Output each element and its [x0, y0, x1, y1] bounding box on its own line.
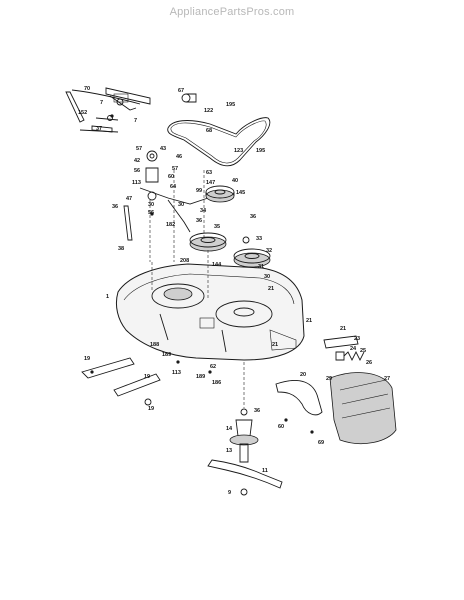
- spindle-and-blade: [207, 362, 283, 496]
- part-label: 189: [162, 352, 171, 358]
- left-spindle-pulley: [189, 232, 227, 252]
- part-label: 46: [176, 154, 182, 160]
- part-label: 56: [148, 210, 154, 216]
- part-label: 7: [134, 118, 137, 124]
- part-label: 123: [234, 148, 243, 154]
- part-label: 30: [264, 274, 270, 280]
- part-label: 24: [350, 346, 357, 352]
- part-label: 9: [228, 490, 231, 496]
- watermark-text: AppliancePartsPros.com: [169, 6, 295, 18]
- part-label: 122: [204, 108, 213, 114]
- idler-pulley: [205, 185, 235, 203]
- discharge-bracket-spring: [323, 335, 365, 362]
- part-label: 57: [136, 146, 142, 152]
- part-label: 1: [106, 294, 109, 300]
- part-label: 69: [318, 440, 324, 446]
- part-label: 113: [132, 180, 141, 186]
- part-label: 36: [250, 214, 256, 220]
- part-label: 70: [84, 86, 90, 92]
- part-label: 31: [258, 264, 264, 270]
- part-label: 188: [150, 342, 159, 348]
- part-label: 152: [78, 110, 87, 116]
- part-label: 35: [214, 224, 220, 230]
- part-label: 67: [178, 88, 184, 94]
- part-label: 36: [112, 204, 118, 210]
- part-label: 34: [200, 208, 207, 214]
- part-label: 19: [144, 374, 150, 380]
- part-label: 32: [266, 248, 272, 254]
- part-label: 14: [226, 426, 233, 432]
- part-label: 20: [300, 372, 306, 378]
- part-label: 42: [134, 158, 140, 164]
- part-label: 64: [170, 184, 177, 190]
- part-label: 26: [366, 360, 372, 366]
- part-label: 21: [268, 286, 274, 292]
- part-label: 36: [196, 218, 202, 224]
- part-label: 208: [180, 258, 189, 264]
- part-label: 63: [206, 170, 212, 176]
- lift-linkage-assembly: [65, 87, 197, 133]
- part-label: 60: [168, 174, 174, 180]
- part-callouts: 70 7 152 37 7 67 122 195 68 123 195 57 4…: [78, 86, 390, 496]
- drive-belt: [167, 117, 271, 167]
- part-label: 21: [340, 326, 346, 332]
- part-label: 40: [232, 178, 238, 184]
- part-label: 19: [148, 406, 154, 412]
- discharge-chute: [275, 372, 397, 445]
- deck-hanger-brackets: [81, 357, 161, 406]
- part-label: 195: [256, 148, 265, 154]
- part-label: 23: [354, 336, 360, 342]
- part-label: 30: [148, 202, 154, 208]
- hardware-bolts: [90, 114, 314, 434]
- part-label: 11: [262, 468, 268, 474]
- belt-guide-hardware: [123, 150, 215, 262]
- part-label: 186: [212, 380, 221, 386]
- part-label: 21: [272, 342, 278, 348]
- part-label: 21: [306, 318, 312, 324]
- part-label: 57: [172, 166, 178, 172]
- part-label: 99: [196, 188, 202, 194]
- part-label: 182: [166, 222, 175, 228]
- part-label: 43: [160, 146, 166, 152]
- part-label: 19: [84, 356, 90, 362]
- part-label: 27: [384, 376, 390, 382]
- part-label: 147: [206, 180, 215, 186]
- part-label: 62: [210, 364, 216, 370]
- part-label: 25: [360, 348, 366, 354]
- part-label: 195: [226, 102, 235, 108]
- part-label: 33: [256, 236, 262, 242]
- part-label: 37: [96, 126, 102, 132]
- part-label: 30: [178, 202, 184, 208]
- part-label: 13: [226, 448, 232, 454]
- right-spindle-pulley: [233, 236, 271, 268]
- part-label: 47: [126, 196, 132, 202]
- mower-deck-housing: [115, 250, 305, 361]
- part-label: 56: [134, 168, 140, 174]
- part-label: 145: [236, 190, 245, 196]
- part-label: 29: [326, 376, 332, 382]
- part-label: 144: [212, 262, 222, 268]
- part-label: 189: [196, 374, 205, 380]
- part-label: 113: [172, 370, 181, 376]
- part-label: 68: [206, 128, 212, 134]
- part-label: 38: [118, 246, 124, 252]
- part-label: 36: [254, 408, 260, 414]
- part-label: 7: [100, 100, 103, 106]
- part-label: 60: [278, 424, 284, 430]
